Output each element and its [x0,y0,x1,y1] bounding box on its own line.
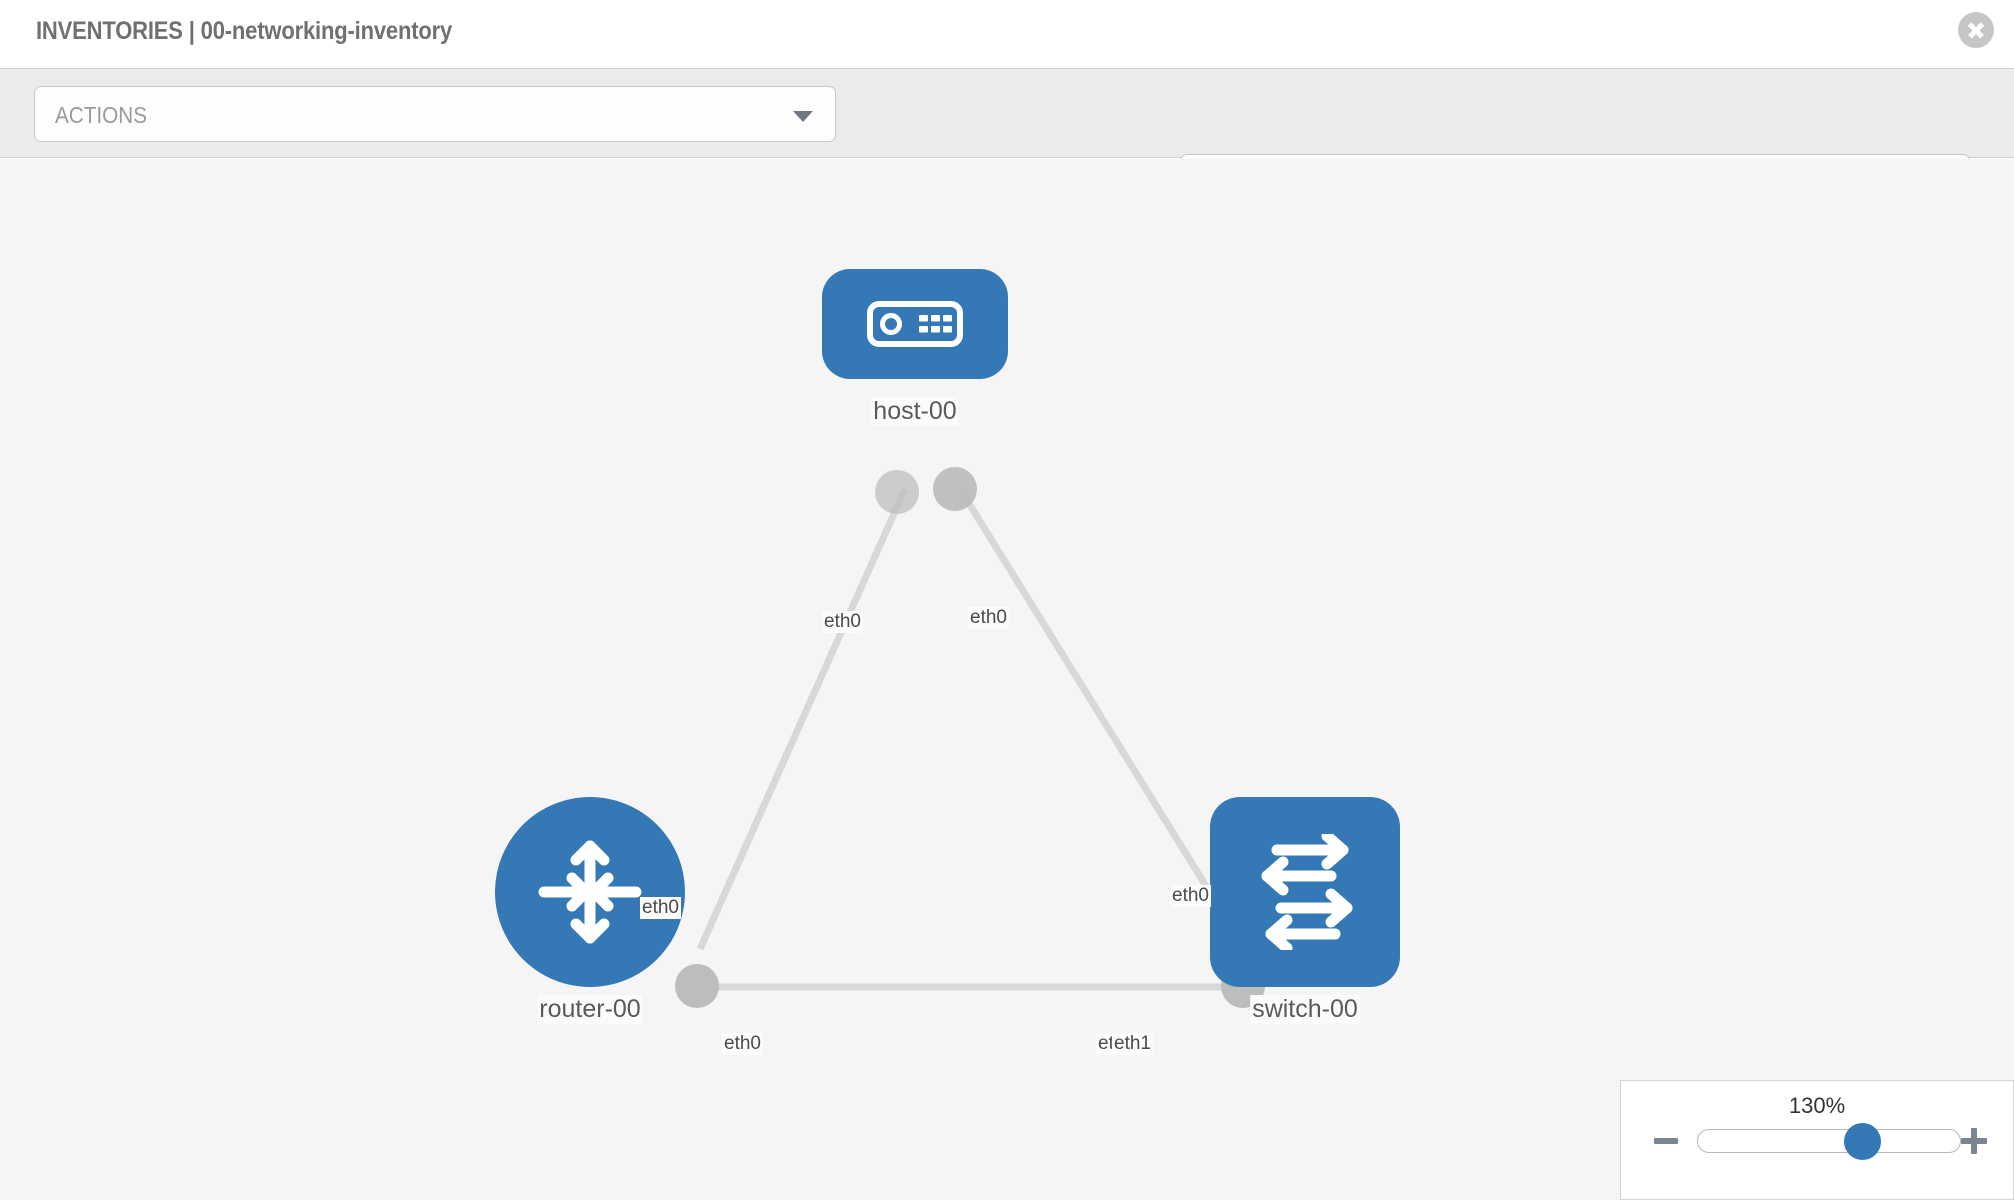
router-icon [538,840,642,944]
toolbar: ACTIONS SEARCH [0,68,2014,210]
page-title: INVENTORIES | 00-networking-inventory [36,17,453,45]
edge-host-router [696,487,909,951]
switch-icon [1261,834,1353,950]
close-icon[interactable] [1958,12,1994,48]
minus-icon[interactable] [1654,1138,1678,1144]
node-router-00-label: router-00 [537,995,643,1024]
iface-label: eth0 [722,1033,763,1055]
node-switch-00[interactable]: switch-00 [1210,797,1400,1024]
node-switch-00-label: switch-00 [1250,995,1360,1024]
edge-host-switch [957,487,1248,951]
node-host-00[interactable]: host-00 [822,269,1008,426]
node-router-00-shape[interactable] [495,797,685,987]
iface-label: eth0 [968,607,1009,629]
actions-dropdown-label: ACTIONS [55,102,148,128]
iface-label: eth1 [1112,1033,1153,1055]
topology-canvas[interactable]: host-00 [0,159,2014,1200]
zoom-slider-handle[interactable] [1844,1123,1881,1160]
plus-icon[interactable] [1961,1128,1987,1154]
iface-label: eth0 [1170,885,1211,907]
node-host-00-label: host-00 [871,397,959,426]
node-host-00-shape[interactable] [822,269,1008,379]
node-switch-00-shape[interactable] [1210,797,1400,987]
iface-label: eth0 [640,897,681,919]
chevron-down-icon [793,111,813,122]
zoom-slider[interactable] [1697,1123,1961,1160]
actions-dropdown[interactable]: ACTIONS [34,86,836,142]
zoom-percent-label: 130% [1788,1093,1846,1118]
zoom-control-panel: 130% [1620,1080,2014,1200]
server-icon [867,301,963,347]
iface-label: eth0 [822,611,863,633]
title-bar: INVENTORIES | 00-networking-inventory [0,0,2014,68]
link-stubs [675,467,1265,1008]
node-router-00[interactable]: router-00 [495,797,685,1024]
